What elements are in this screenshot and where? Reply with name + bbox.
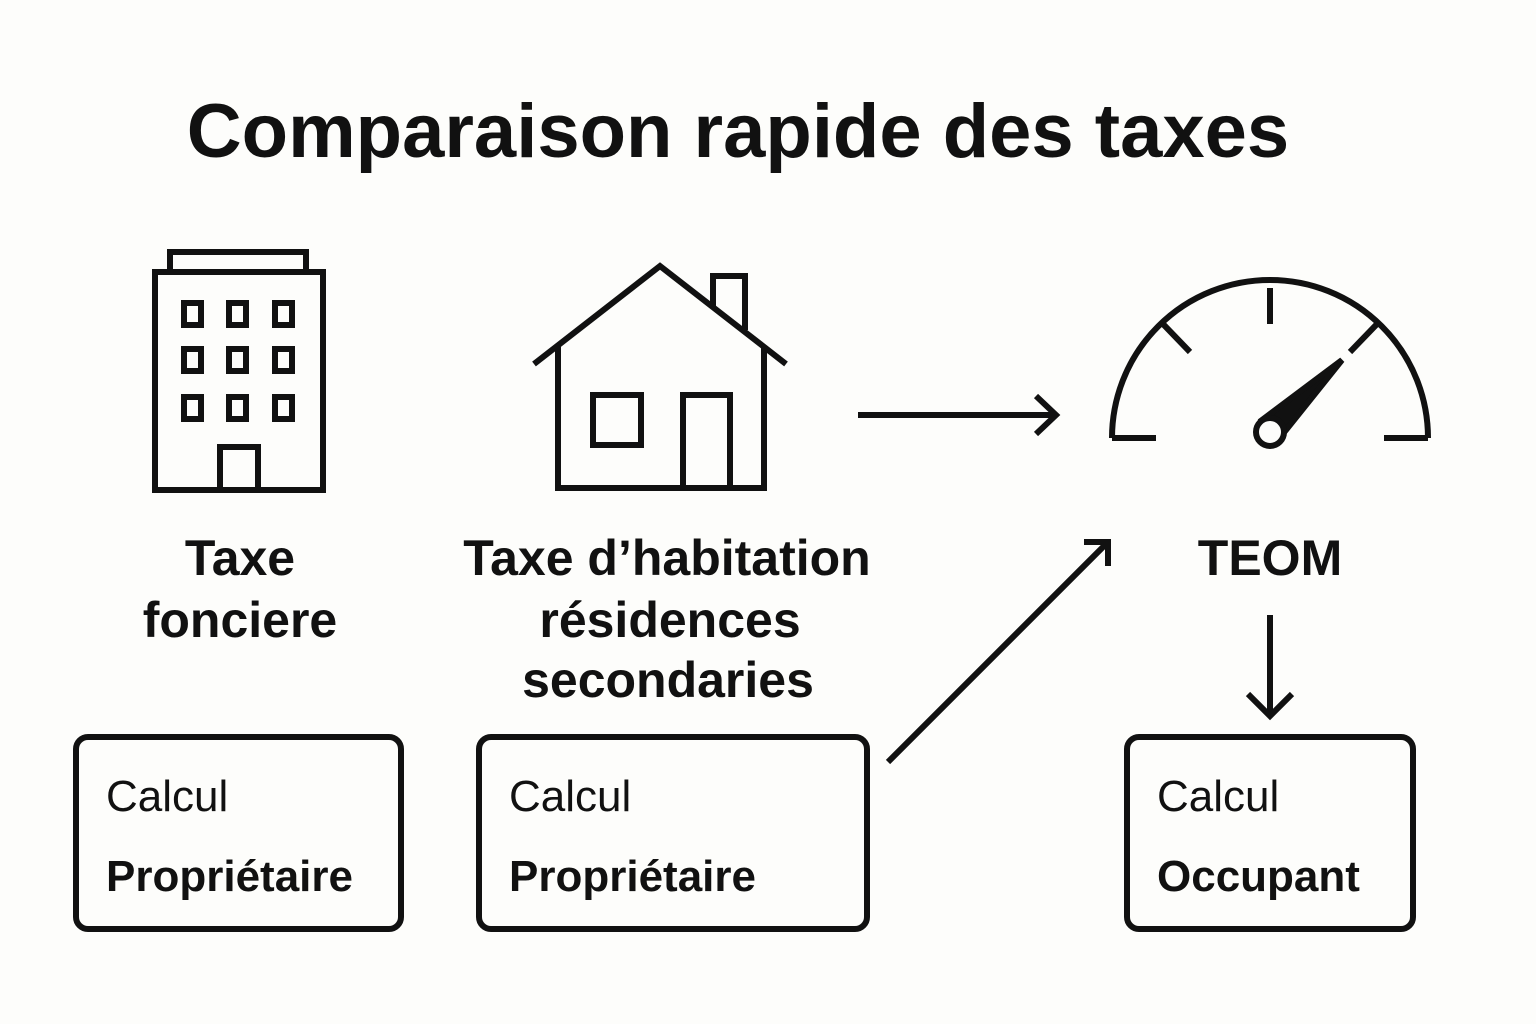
svg-text:secondaries: secondaries bbox=[522, 652, 814, 708]
svg-text:Taxe: Taxe bbox=[185, 530, 295, 586]
box-taxe-fonciere: Calcul Propriétaire bbox=[73, 734, 404, 932]
svg-text:Occupant: Occupant bbox=[1157, 852, 1360, 901]
diagram-title: Comparaison rapide des taxes bbox=[187, 89, 1289, 174]
svg-text:résidences: résidences bbox=[539, 592, 800, 648]
gauge-icon bbox=[1109, 277, 1431, 449]
arrow-down-icon bbox=[1245, 615, 1295, 721]
svg-text:Propriétaire: Propriétaire bbox=[106, 852, 353, 901]
svg-text:Calcul: Calcul bbox=[1157, 772, 1279, 821]
svg-text:TEOM: TEOM bbox=[1198, 530, 1342, 586]
svg-text:Calcul: Calcul bbox=[106, 772, 228, 821]
label-teom: TEOM bbox=[1198, 530, 1342, 586]
label-taxe-habitation: Taxe d’habitation résidences secondaries bbox=[463, 530, 870, 708]
house-icon bbox=[532, 262, 788, 491]
building-icon bbox=[152, 249, 326, 493]
svg-text:Propriétaire: Propriétaire bbox=[509, 852, 756, 901]
label-taxe-fonciere: Taxe fonciere bbox=[143, 530, 338, 648]
box-teom: Calcul Occupant bbox=[1124, 734, 1416, 932]
svg-text:Calcul: Calcul bbox=[509, 772, 631, 821]
box-taxe-habitation: Calcul Propriétaire bbox=[476, 734, 870, 932]
svg-text:Taxe d’habitation: Taxe d’habitation bbox=[463, 530, 870, 586]
svg-text:fonciere: fonciere bbox=[143, 592, 338, 648]
arrow-right-icon bbox=[858, 393, 1061, 437]
arrow-diagonal-icon bbox=[885, 539, 1111, 765]
